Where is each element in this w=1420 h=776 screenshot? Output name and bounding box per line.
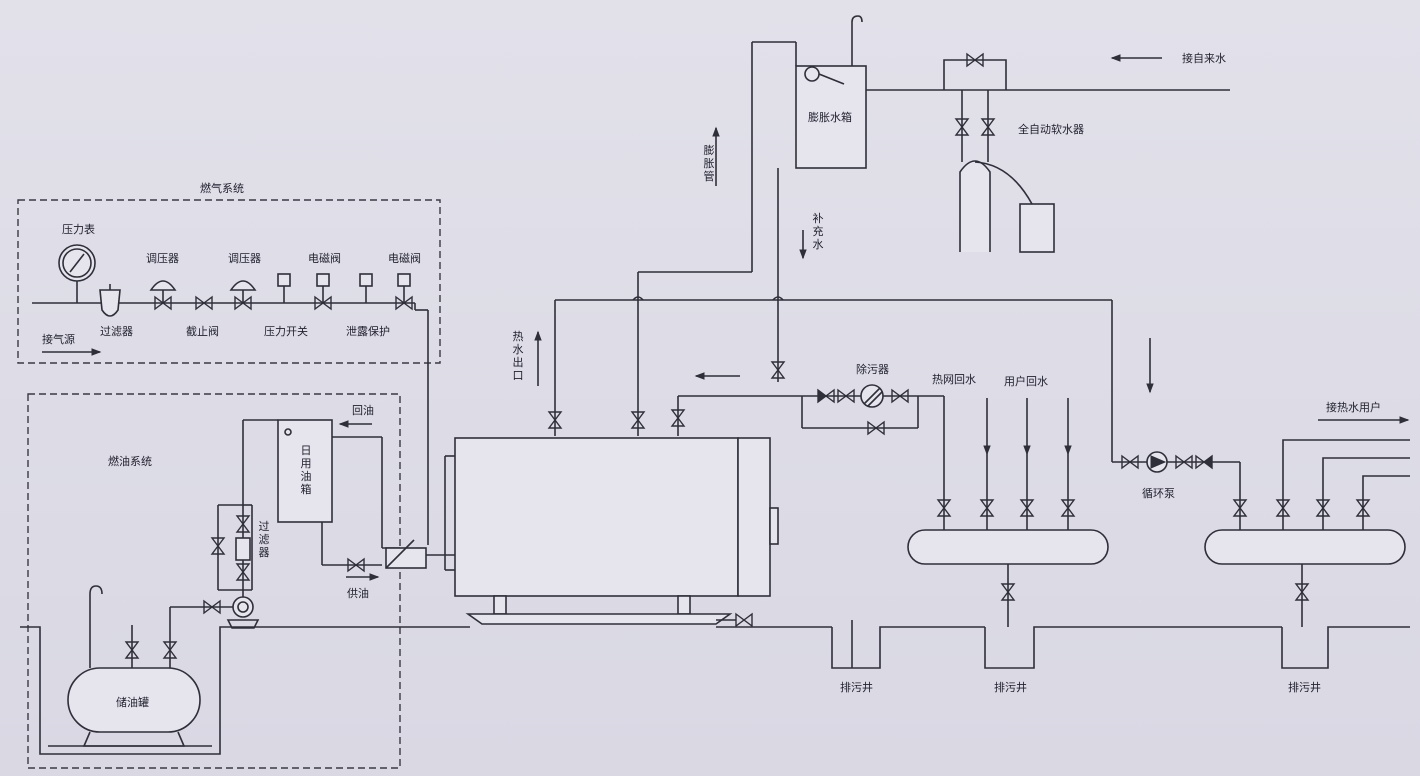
expansion-pipe-label: 膨胀管: [703, 144, 715, 183]
return-water-header: [907, 529, 1109, 565]
regulator-2-icon: [229, 280, 257, 310]
oil-system-title: 燃油系统: [108, 455, 152, 468]
pressure-switch-label: 压力开关: [264, 325, 308, 338]
expansion-tank: [795, 65, 867, 169]
expansion-tank-label: 膨胀水箱: [808, 111, 852, 124]
boiler-base: [465, 613, 733, 625]
solenoid-valve-2-icon: [395, 273, 413, 310]
makeup-water-label: 补充水: [812, 212, 824, 251]
circulation-pump-label: 循环泵: [1142, 487, 1175, 500]
boiler-body: [454, 437, 739, 597]
hot-water-users-label: 接热水用户: [1326, 401, 1381, 414]
storage-tank-label: 储油罐: [116, 696, 149, 709]
regulator-2-label: 调压器: [228, 252, 261, 265]
softener-resin-tank: [959, 160, 991, 252]
dirt-separator-icon: [860, 384, 884, 408]
leak-protection-icon: [359, 273, 373, 303]
drain-well-1-label: 排污井: [840, 681, 873, 694]
supply-water-header: [1204, 529, 1406, 565]
gas-system-boundary: [17, 199, 441, 364]
circulation-pump-icon: [1146, 451, 1168, 473]
heating-return-label: 热网回水: [932, 373, 976, 386]
user-return-label: 用户回水: [1004, 375, 1048, 388]
day-oil-tank: [277, 419, 333, 523]
solenoid-valve-1-icon: [314, 273, 332, 310]
boiler-drain-valve-icon: [735, 613, 753, 627]
shutoff-valve-label: 截止阀: [186, 325, 219, 338]
pressure-switch-icon: [277, 273, 291, 303]
drain-well-2-pit: [984, 626, 1282, 669]
solenoid-valve-2-label: 电磁阀: [388, 252, 421, 265]
oil-pump-icon: [226, 596, 260, 629]
gas-system-title: 燃气系统: [200, 182, 244, 195]
oil-supply-label: 供油: [347, 587, 369, 600]
oil-filter-icon: [235, 537, 251, 561]
oil-return-label: 回油: [352, 404, 374, 417]
regulator-1-icon: [149, 280, 177, 310]
regulator-1-label: 调压器: [146, 252, 179, 265]
dirt-separator-label: 除污器: [856, 363, 889, 376]
gas-inlet-label: 接气源: [42, 333, 75, 346]
oil-system-boundary: [27, 393, 401, 769]
drain-well-3-pit: [1281, 626, 1410, 669]
drain-well-3-label: 排污井: [1288, 681, 1321, 694]
oil-storage-tank: [67, 667, 201, 733]
storage-vent-pipe: [89, 585, 103, 668]
oil-filter-label: 过滤器: [258, 520, 270, 559]
softener-label: 全自动软水器: [1018, 123, 1084, 136]
drain-well-1-pit: [831, 626, 985, 669]
pressure-gauge-label: 压力表: [62, 223, 95, 236]
solenoid-valve-1-label: 电磁阀: [308, 252, 341, 265]
softener-brine-tank: [1019, 203, 1055, 253]
gas-filter-icon: [99, 289, 121, 317]
tap-water-inlet-label: 接自来水: [1182, 52, 1226, 65]
burner-icon: [385, 539, 455, 569]
day-tank-label: 日用油箱: [300, 444, 312, 496]
drain-well-2-label: 排污井: [994, 681, 1027, 694]
leak-protection-label: 泄露保护: [346, 325, 390, 338]
gas-filter-label: 过滤器: [100, 325, 133, 338]
hot-water-outlet-label: 热水出口: [512, 330, 524, 382]
